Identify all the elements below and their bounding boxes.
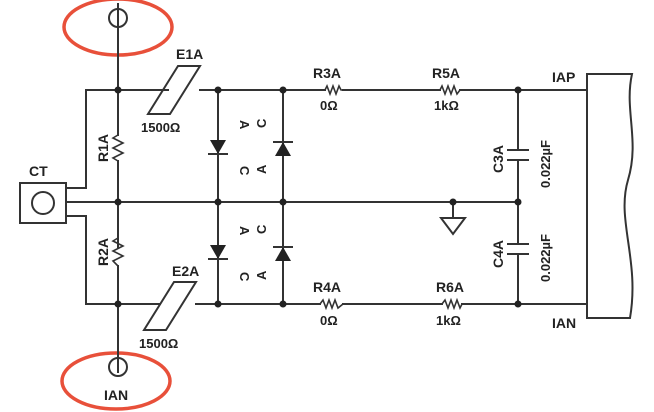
diode-1 bbox=[208, 140, 228, 155]
diode-4 bbox=[273, 246, 293, 261]
e1a-label: E1A bbox=[176, 46, 203, 62]
r6a-value: 1kΩ bbox=[436, 313, 461, 328]
ian-bottom-label: IAN bbox=[104, 387, 128, 403]
diode-2-anode-label: A bbox=[237, 226, 252, 236]
r3a-value: 0Ω bbox=[320, 98, 338, 113]
r3a-resistor bbox=[324, 83, 343, 97]
c4a-value: 0.022µF bbox=[538, 234, 553, 282]
bottom-terminal bbox=[60, 303, 172, 411]
e2a-label: E2A bbox=[172, 263, 199, 279]
diode-3 bbox=[273, 141, 293, 156]
diode-4-cathode-label: C bbox=[254, 224, 269, 234]
r1a-label: R1A bbox=[95, 134, 111, 162]
e2a-varistor bbox=[142, 281, 198, 331]
ian-label: IAN bbox=[552, 315, 576, 331]
junction-dots bbox=[114, 86, 522, 308]
diode-1-cathode-label: C bbox=[237, 166, 252, 176]
r4a-resistor bbox=[319, 297, 344, 311]
r2a-resistor bbox=[111, 237, 125, 267]
iap-label: IAP bbox=[552, 69, 575, 85]
r5a-resistor bbox=[439, 83, 461, 97]
bottom-highlight-circle bbox=[60, 351, 172, 411]
diode-3-cathode-label: C bbox=[254, 118, 269, 128]
r6a-resistor bbox=[441, 297, 463, 311]
c3a-label: C3A bbox=[490, 145, 506, 173]
c4a-label: C4A bbox=[490, 240, 506, 268]
r4a-value: 0Ω bbox=[320, 313, 338, 328]
r3a-label: R3A bbox=[313, 65, 341, 81]
top-terminal bbox=[62, 0, 174, 91]
c4a-capacitor bbox=[507, 243, 529, 255]
diode-3-anode-label: A bbox=[254, 164, 269, 174]
e2a-value: 1500Ω bbox=[139, 336, 178, 351]
r4a-label: R4A bbox=[313, 279, 341, 295]
e1a-varistor bbox=[146, 65, 202, 115]
e1a-value: 1500Ω bbox=[141, 120, 180, 135]
diode-1-anode-label: A bbox=[237, 120, 252, 130]
r5a-value: 1kΩ bbox=[434, 98, 459, 113]
r6a-label: R6A bbox=[436, 279, 464, 295]
ic-block bbox=[586, 73, 634, 319]
diode-2 bbox=[208, 245, 228, 260]
diode-4-anode-label: A bbox=[254, 270, 269, 280]
c3a-capacitor bbox=[507, 149, 529, 161]
c3a-value: 0.022µF bbox=[538, 140, 553, 188]
ground-icon bbox=[439, 217, 467, 236]
r1a-resistor bbox=[111, 134, 125, 162]
r5a-label: R5A bbox=[432, 65, 460, 81]
ct-label: CT bbox=[29, 163, 48, 179]
diode-2-cathode-label: C bbox=[237, 272, 252, 282]
ct-transformer bbox=[19, 182, 87, 224]
r2a-label: R2A bbox=[95, 238, 111, 266]
